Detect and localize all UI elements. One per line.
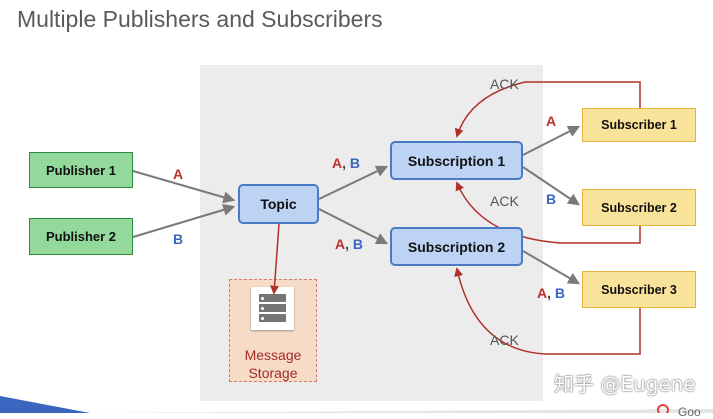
edge-label-subscriber2: B <box>546 191 557 207</box>
database-icon-row <box>259 314 286 322</box>
label-b: B <box>554 285 566 301</box>
ack-label-subscriber1: ACK <box>490 76 519 92</box>
edge-subscription1-subscriber1 <box>522 125 581 156</box>
edge-label-topic-subscription1: A, B <box>332 155 360 171</box>
publisher-1: Publisher 1 <box>29 152 133 188</box>
edge-label-publisher2: B <box>173 231 184 247</box>
edge-subscription2-subscriber3 <box>522 250 581 285</box>
publisher-2: Publisher 2 <box>29 218 133 255</box>
edge-label-topic-subscription2: A, B <box>335 236 363 252</box>
database-icon-row <box>259 304 286 312</box>
message-storage-label: Message Storage <box>230 346 316 382</box>
edge-topic-subscription1 <box>318 165 389 200</box>
subscriber-2: Subscriber 2 <box>582 189 696 226</box>
label-comma: , <box>547 285 552 301</box>
database-icon-dot <box>261 317 264 320</box>
label-b: B <box>352 236 364 252</box>
watermark: 知乎 @Eugene <box>554 372 696 396</box>
edge-topic-storage <box>270 223 280 295</box>
subscription-2: Subscription 2 <box>390 227 523 266</box>
label-comma: , <box>345 236 350 252</box>
topic: Topic <box>238 184 319 224</box>
database-icon-row <box>259 294 286 302</box>
footer-text: Goo <box>678 405 701 419</box>
ack-label-subscriber2: ACK <box>490 193 519 209</box>
message-storage: Message Storage <box>229 279 317 382</box>
edge-publisher1-topic <box>132 170 236 204</box>
ack-arrow-subscriber3 <box>454 267 641 355</box>
edge-label-subscriber1: A <box>546 113 557 129</box>
edge-label-subscriber3: A, B <box>537 285 565 301</box>
ack-arrow-subscriber1 <box>454 81 641 138</box>
label-a: A <box>335 236 346 252</box>
label-a: A <box>332 155 343 171</box>
edge-label-publisher1: A <box>173 166 184 182</box>
label-b: B <box>349 155 361 171</box>
database-icon-dot <box>261 297 264 300</box>
message-storage-line2: Storage <box>248 365 298 381</box>
ack-label-subscriber3: ACK <box>490 332 519 348</box>
message-storage-line1: Message <box>244 347 302 363</box>
edge-publisher2-topic <box>132 204 236 238</box>
page-title: Multiple Publishers and Subscribers <box>17 6 383 32</box>
subscriber-3: Subscriber 3 <box>582 271 696 308</box>
label-a: A <box>537 285 548 301</box>
database-icon-dot <box>261 307 264 310</box>
subscription-1: Subscription 1 <box>390 141 523 180</box>
label-comma: , <box>342 155 347 171</box>
subscriber-1: Subscriber 1 <box>582 108 696 142</box>
edge-subscription1-subscriber2 <box>522 166 580 206</box>
edge-topic-subscription2 <box>318 208 389 245</box>
